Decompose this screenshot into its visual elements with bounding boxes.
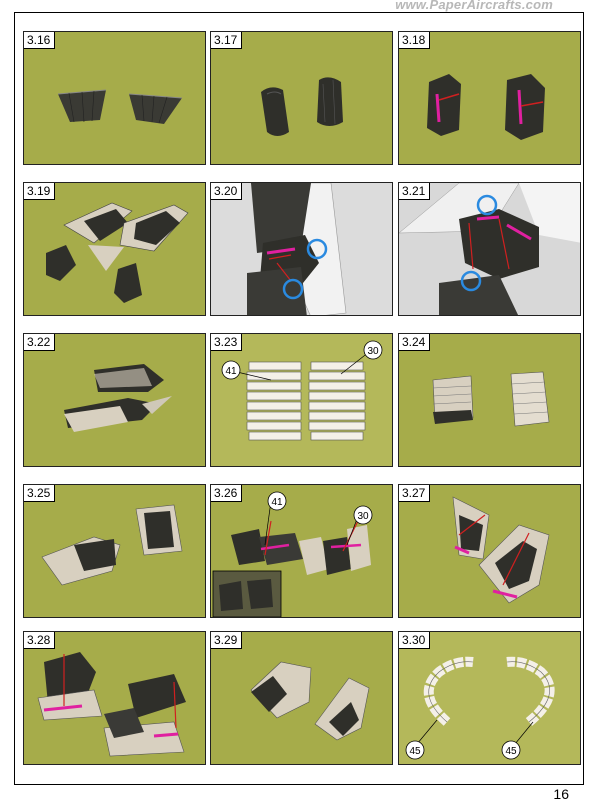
- step-3-29-illustration: [250, 661, 370, 741]
- step-label: 3.21: [399, 183, 431, 200]
- step-panel-3-22: 3.22: [23, 333, 206, 467]
- step-label: 3.29: [211, 632, 243, 649]
- step-label: 3.23: [211, 334, 243, 351]
- step-panel-3-24: 3.24: [398, 333, 581, 467]
- step-3-19-illustration: [46, 202, 189, 303]
- step-panel-3-26: 41 30 3.26: [210, 484, 393, 618]
- step-label: 3.27: [399, 485, 431, 502]
- page-number: 16: [553, 786, 569, 802]
- step-3-20-illustration: [211, 183, 392, 315]
- step-3-22-illustration: [64, 364, 172, 432]
- step-label: 3.28: [24, 632, 56, 649]
- step-3-25-illustration: [41, 504, 183, 586]
- callout-45: 45: [505, 746, 517, 757]
- step-3-23-illustration: 41 30: [221, 340, 383, 441]
- step-3-28-illustration: [37, 652, 186, 757]
- step-panel-3-16: 3.16: [23, 31, 206, 165]
- step-panel-3-28: 3.28: [23, 631, 206, 765]
- step-label: 3.18: [399, 32, 431, 49]
- step-label: 3.30: [399, 632, 431, 649]
- template-part-30: [308, 361, 366, 441]
- step-panel-3-21: 3.21: [398, 182, 581, 316]
- step-panel-3-30: 45 45 3.30: [398, 631, 581, 765]
- step-panel-3-19: 3.19: [23, 182, 206, 316]
- step-label: 3.24: [399, 334, 431, 351]
- step-label: 3.25: [24, 485, 56, 502]
- step-3-30-illustration: 45 45: [405, 656, 555, 760]
- callout-45: 45: [409, 746, 421, 757]
- site-watermark: www.PaperAircrafts.com: [395, 0, 553, 12]
- step-panel-3-17: 3.17: [210, 31, 393, 165]
- step-label: 3.20: [211, 183, 243, 200]
- step-3-24-illustration: [432, 371, 550, 427]
- callout-30: 30: [357, 511, 369, 522]
- step-panel-3-29: 3.29: [210, 631, 393, 765]
- step-label: 3.16: [24, 32, 56, 49]
- step-3-27-illustration: [452, 496, 550, 604]
- page-frame: [14, 12, 584, 785]
- step-panel-3-23: 41 30 3.23: [210, 333, 393, 467]
- step-panel-3-25: 3.25: [23, 484, 206, 618]
- step-3-26-illustration: 41 30: [212, 491, 373, 617]
- step-3-21-illustration: [399, 183, 580, 315]
- step-panel-3-20: 3.20: [210, 182, 393, 316]
- step-panel-3-18: 3.18: [398, 31, 581, 165]
- step-label: 3.22: [24, 334, 56, 351]
- step-label: 3.19: [24, 183, 56, 200]
- step-3-16-illustration: [57, 89, 183, 124]
- callout-41: 41: [271, 497, 283, 508]
- template-part-41: [246, 361, 302, 441]
- step-label: 3.17: [211, 32, 243, 49]
- step-panel-3-27: 3.27: [398, 484, 581, 618]
- step-label: 3.26: [211, 485, 243, 502]
- callout-30: 30: [367, 346, 379, 357]
- callout-41: 41: [225, 366, 237, 377]
- step-3-17-illustration: [261, 77, 343, 136]
- step-3-18-illustration: [427, 74, 545, 140]
